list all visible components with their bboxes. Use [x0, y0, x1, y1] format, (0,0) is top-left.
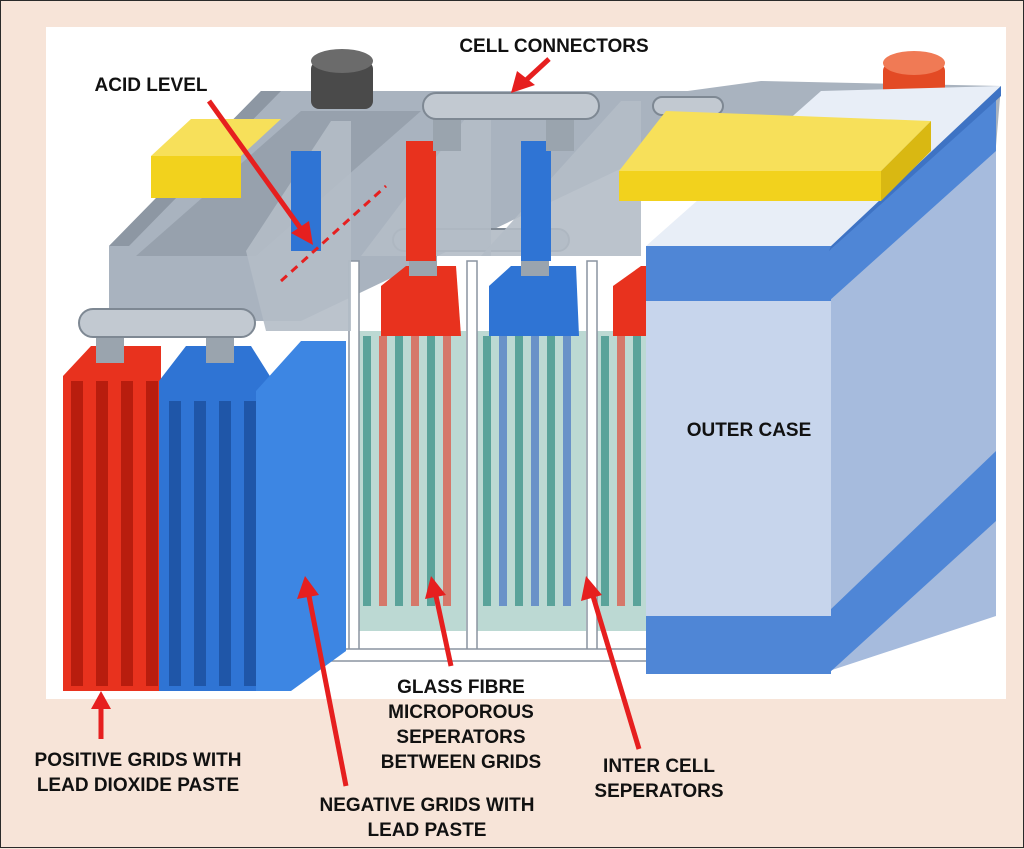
- outer-case: [646, 86, 1001, 674]
- arrow-positive-grids: [91, 691, 111, 739]
- arrow-inter-cell: [581, 576, 642, 750]
- negative-plate-group: [159, 341, 346, 691]
- svg-text:MICROPOROUS: MICROPOROUS: [388, 702, 534, 723]
- svg-text:GLASS FIBRE: GLASS FIBRE: [397, 677, 525, 698]
- svg-text:SEPERATORS: SEPERATORS: [396, 727, 525, 748]
- svg-text:NEGATIVE GRIDS WITH: NEGATIVE GRIDS WITH: [320, 795, 535, 816]
- inter-cell-separator-walls: [290, 260, 652, 662]
- label-glass-fibre: GLASS FIBRE MICROPOROUS SEPERATORS BETWE…: [381, 677, 541, 773]
- svg-text:LEAD PASTE: LEAD PASTE: [368, 820, 487, 841]
- label-acid-level: ACID LEVEL: [95, 75, 208, 96]
- arrow-negative-grids: [297, 576, 349, 787]
- arrow-glass-fibre: [425, 576, 454, 667]
- front-cell-connector: [78, 308, 256, 363]
- svg-text:LEAD DIOXIDE PASTE: LEAD DIOXIDE PASTE: [37, 775, 239, 796]
- top-cell-connector: [422, 92, 600, 151]
- svg-text:SEPERATORS: SEPERATORS: [594, 781, 723, 802]
- arrow-cell-connectors: [511, 57, 551, 93]
- label-positive-grids: POSITIVE GRIDS WITH LEAD DIOXIDE PASTE: [35, 750, 242, 796]
- label-negative-grids: NEGATIVE GRIDS WITH LEAD PASTE: [320, 795, 535, 841]
- svg-text:BETWEEN GRIDS: BETWEEN GRIDS: [381, 752, 541, 773]
- label-outer-case: OUTER CASE: [687, 420, 812, 441]
- svg-text:INTER CELL: INTER CELL: [603, 756, 715, 777]
- positive-plate-group: [63, 346, 161, 691]
- acid-level-line: [279, 184, 388, 283]
- glass-fibre-separators: [363, 336, 641, 606]
- cell-interior: [356, 228, 651, 631]
- left-yellow-pad: [151, 119, 281, 198]
- right-yellow-pad: [619, 111, 931, 201]
- arrow-acid-level: [206, 99, 313, 245]
- label-cell-connectors: CELL CONNECTORS: [459, 36, 648, 57]
- negative-terminal-post: [311, 49, 373, 109]
- label-inter-cell: INTER CELL SEPERATORS: [594, 756, 723, 802]
- svg-text:POSITIVE GRIDS WITH: POSITIVE GRIDS WITH: [35, 750, 242, 771]
